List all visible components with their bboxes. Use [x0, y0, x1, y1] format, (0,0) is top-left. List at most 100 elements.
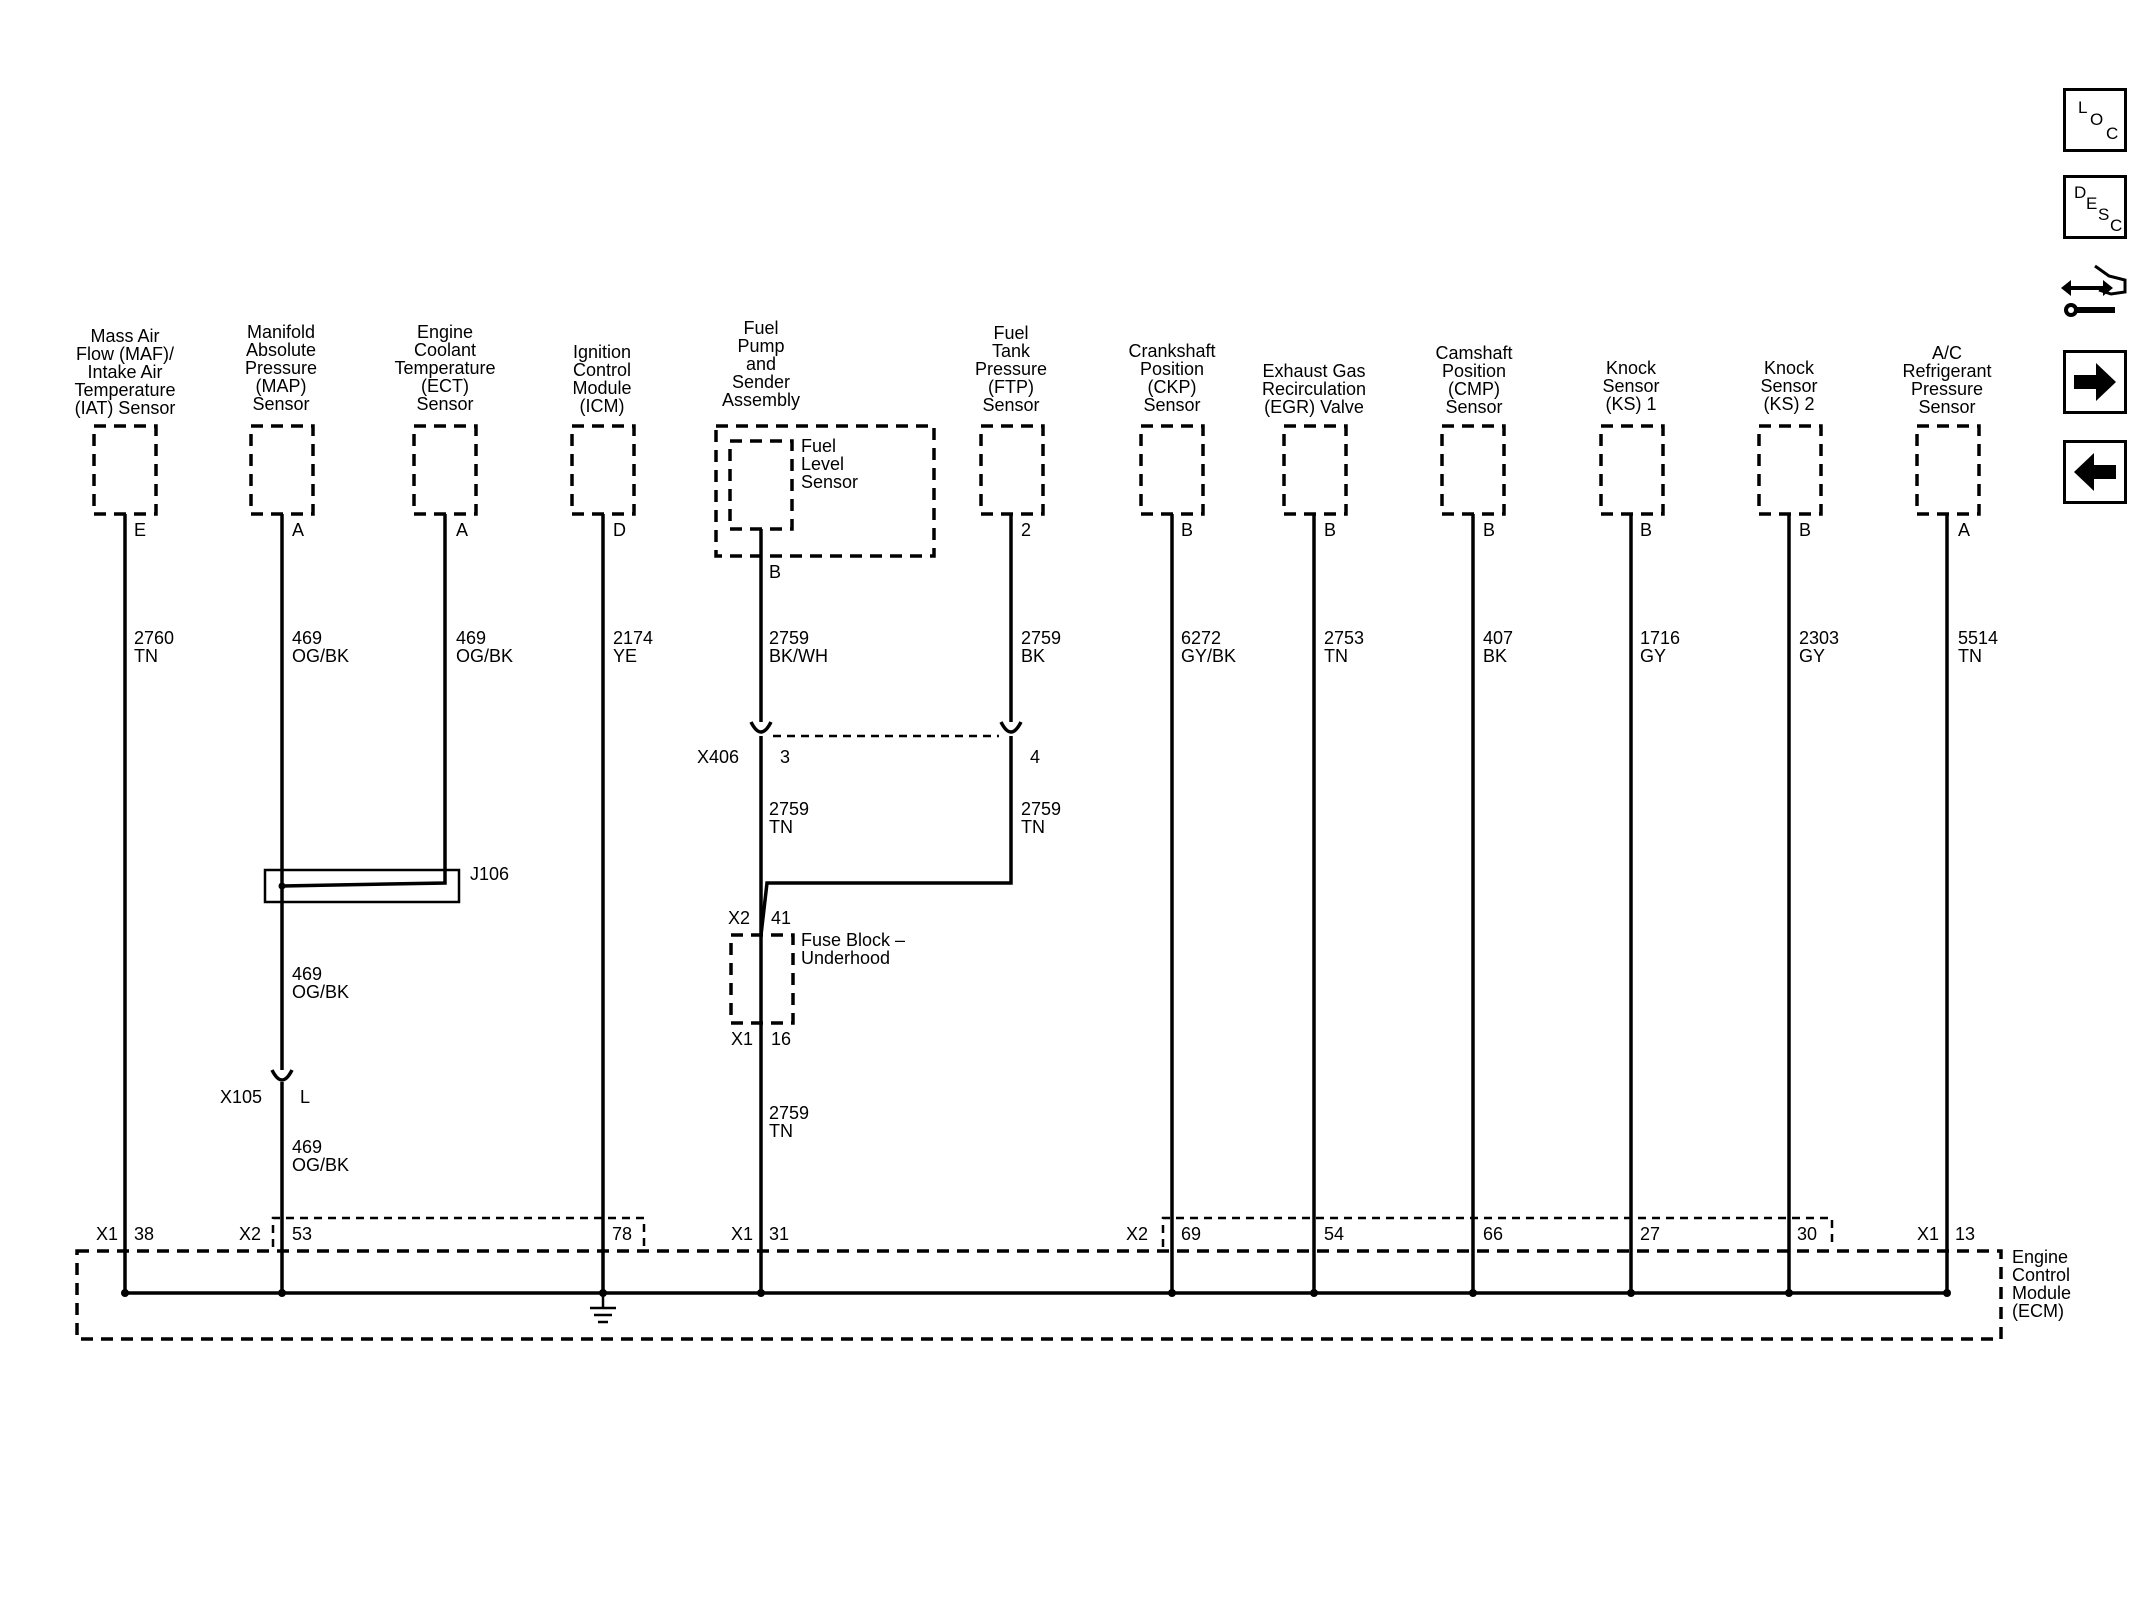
desc-letter-c: C [2110, 216, 2123, 235]
x406-connector: X406 3 4 [697, 721, 1040, 767]
svg-text:2: 2 [1021, 520, 1031, 540]
svg-text:Fuse Block –: Fuse Block – [801, 930, 905, 950]
egr-valve-box [1282, 424, 1348, 516]
ks1-box [1599, 424, 1665, 516]
svg-text:Position: Position [1442, 361, 1506, 381]
svg-text:J106: J106 [470, 864, 509, 884]
ecm-junction-dots [121, 1289, 1951, 1297]
svg-text:(CMP): (CMP) [1448, 379, 1500, 399]
svg-text:Sensor: Sensor [1445, 397, 1502, 417]
svg-text:X2: X2 [728, 908, 750, 928]
map-sensor-label: Manifold Absolute Pressure (MAP) Sensor [245, 322, 317, 414]
svg-text:Temperature: Temperature [74, 380, 175, 400]
svg-text:Camshaft: Camshaft [1435, 343, 1512, 363]
svg-text:2759: 2759 [769, 1103, 809, 1123]
svg-text:Exhaust Gas: Exhaust Gas [1262, 361, 1365, 381]
svg-text:GY: GY [1640, 646, 1666, 666]
svg-text:OG/BK: OG/BK [292, 1155, 349, 1175]
svg-text:469: 469 [292, 1137, 322, 1157]
svg-text:OG/BK: OG/BK [456, 646, 513, 666]
svg-text:16: 16 [771, 1029, 791, 1049]
ecm-pin-labels: X1 38 X2 53 78 X1 31 X2 69 54 66 27 30 X… [96, 1224, 1975, 1244]
j106-splice: J106 [263, 864, 509, 904]
svg-text:Absolute: Absolute [246, 340, 316, 360]
svg-text:2760: 2760 [134, 628, 174, 648]
svg-text:41: 41 [771, 908, 791, 928]
egr-valve-label: Exhaust Gas Recirculation (EGR) Valve [1262, 361, 1366, 417]
ftp-sensor-label: Fuel Tank Pressure (FTP) Sensor [975, 323, 1047, 415]
svg-text:2303: 2303 [1799, 628, 1839, 648]
svg-text:(KS) 2: (KS) 2 [1763, 394, 1814, 414]
svg-text:TN: TN [769, 817, 793, 837]
svg-text:A/C: A/C [1932, 343, 1962, 363]
svg-text:E: E [134, 520, 146, 540]
svg-text:B: B [769, 562, 781, 582]
svg-text:(FTP): (FTP) [988, 377, 1034, 397]
svg-text:469: 469 [292, 628, 322, 648]
svg-text:(EGR) Valve: (EGR) Valve [1264, 397, 1364, 417]
desc-letter-d: D [2074, 183, 2087, 202]
svg-text:OG/BK: OG/BK [292, 646, 349, 666]
svg-text:30: 30 [1797, 1224, 1817, 1244]
svg-text:X105: X105 [220, 1087, 262, 1107]
svg-text:Sensor: Sensor [416, 394, 473, 414]
x105-connector: X105 L [220, 1069, 310, 1107]
ks2-box [1757, 424, 1823, 516]
circuit-labels: 2760 TN 469 OG/BK 469 OG/BK 2174 YE 2759… [134, 628, 1998, 1175]
next-page-button[interactable] [2063, 350, 2127, 414]
arrow-right-icon [2074, 363, 2116, 401]
svg-text:(KS) 1: (KS) 1 [1605, 394, 1656, 414]
svg-text:B: B [1324, 520, 1336, 540]
svg-text:TN: TN [1324, 646, 1348, 666]
svg-text:469: 469 [456, 628, 486, 648]
svg-text:(MAP): (MAP) [256, 376, 307, 396]
svg-text:X1: X1 [1917, 1224, 1939, 1244]
svg-text:Pressure: Pressure [975, 359, 1047, 379]
cmp-sensor-label: Camshaft Position (CMP) Sensor [1435, 343, 1512, 417]
svg-text:1716: 1716 [1640, 628, 1680, 648]
previous-page-button[interactable] [2063, 440, 2127, 504]
icm-box [570, 424, 636, 516]
svg-text:Manifold: Manifold [247, 322, 315, 342]
svg-text:Knock: Knock [1764, 358, 1815, 378]
svg-text:Module: Module [2012, 1283, 2071, 1303]
svg-text:(CKP): (CKP) [1148, 377, 1197, 397]
svg-text:Sensor: Sensor [252, 394, 309, 414]
svg-text:78: 78 [612, 1224, 632, 1244]
ect-sensor-box [412, 424, 478, 516]
svg-text:(ECT): (ECT) [421, 376, 469, 396]
svg-text:(IAT) Sensor: (IAT) Sensor [75, 398, 176, 418]
connector-repair-button[interactable] [2059, 262, 2129, 326]
svg-text:27: 27 [1640, 1224, 1660, 1244]
svg-text:GY: GY [1799, 646, 1825, 666]
svg-text:TN: TN [769, 1121, 793, 1141]
ftp-sensor-box [979, 424, 1045, 516]
component-labels: Mass Air Flow (MAF)/ Intake Air Temperat… [74, 318, 1991, 418]
svg-text:Sensor: Sensor [982, 395, 1039, 415]
svg-text:BK: BK [1021, 646, 1045, 666]
ks2-label: Knock Sensor (KS) 2 [1760, 358, 1817, 414]
svg-text:B: B [1483, 520, 1495, 540]
ckp-sensor-label: Crankshaft Position (CKP) Sensor [1128, 341, 1215, 415]
fuel-level-sensor-label: Fuel Level Sensor [801, 436, 858, 492]
svg-text:X2: X2 [1126, 1224, 1148, 1244]
loc-button[interactable]: L O C [2063, 88, 2127, 152]
svg-text:Mass Air: Mass Air [90, 326, 159, 346]
svg-text:X406: X406 [697, 747, 739, 767]
svg-text:4: 4 [1030, 747, 1040, 767]
svg-text:13: 13 [1955, 1224, 1975, 1244]
svg-text:31: 31 [769, 1224, 789, 1244]
svg-text:Pressure: Pressure [1911, 379, 1983, 399]
svg-text:Coolant: Coolant [414, 340, 476, 360]
loc-letter-c: C [2106, 124, 2119, 143]
svg-text:Flow (MAF)/: Flow (MAF)/ [76, 344, 174, 364]
svg-text:Tank: Tank [992, 341, 1031, 361]
svg-text:Temperature: Temperature [394, 358, 495, 378]
svg-text:38: 38 [134, 1224, 154, 1244]
fuse-block: X2 41 Fuse Block – Underhood X1 16 [728, 908, 905, 1049]
desc-button[interactable]: D E S C [2063, 175, 2127, 239]
ac-sensor-box [1915, 424, 1981, 516]
svg-text:Engine: Engine [2012, 1247, 2068, 1267]
svg-text:2759: 2759 [769, 628, 809, 648]
svg-text:2753: 2753 [1324, 628, 1364, 648]
